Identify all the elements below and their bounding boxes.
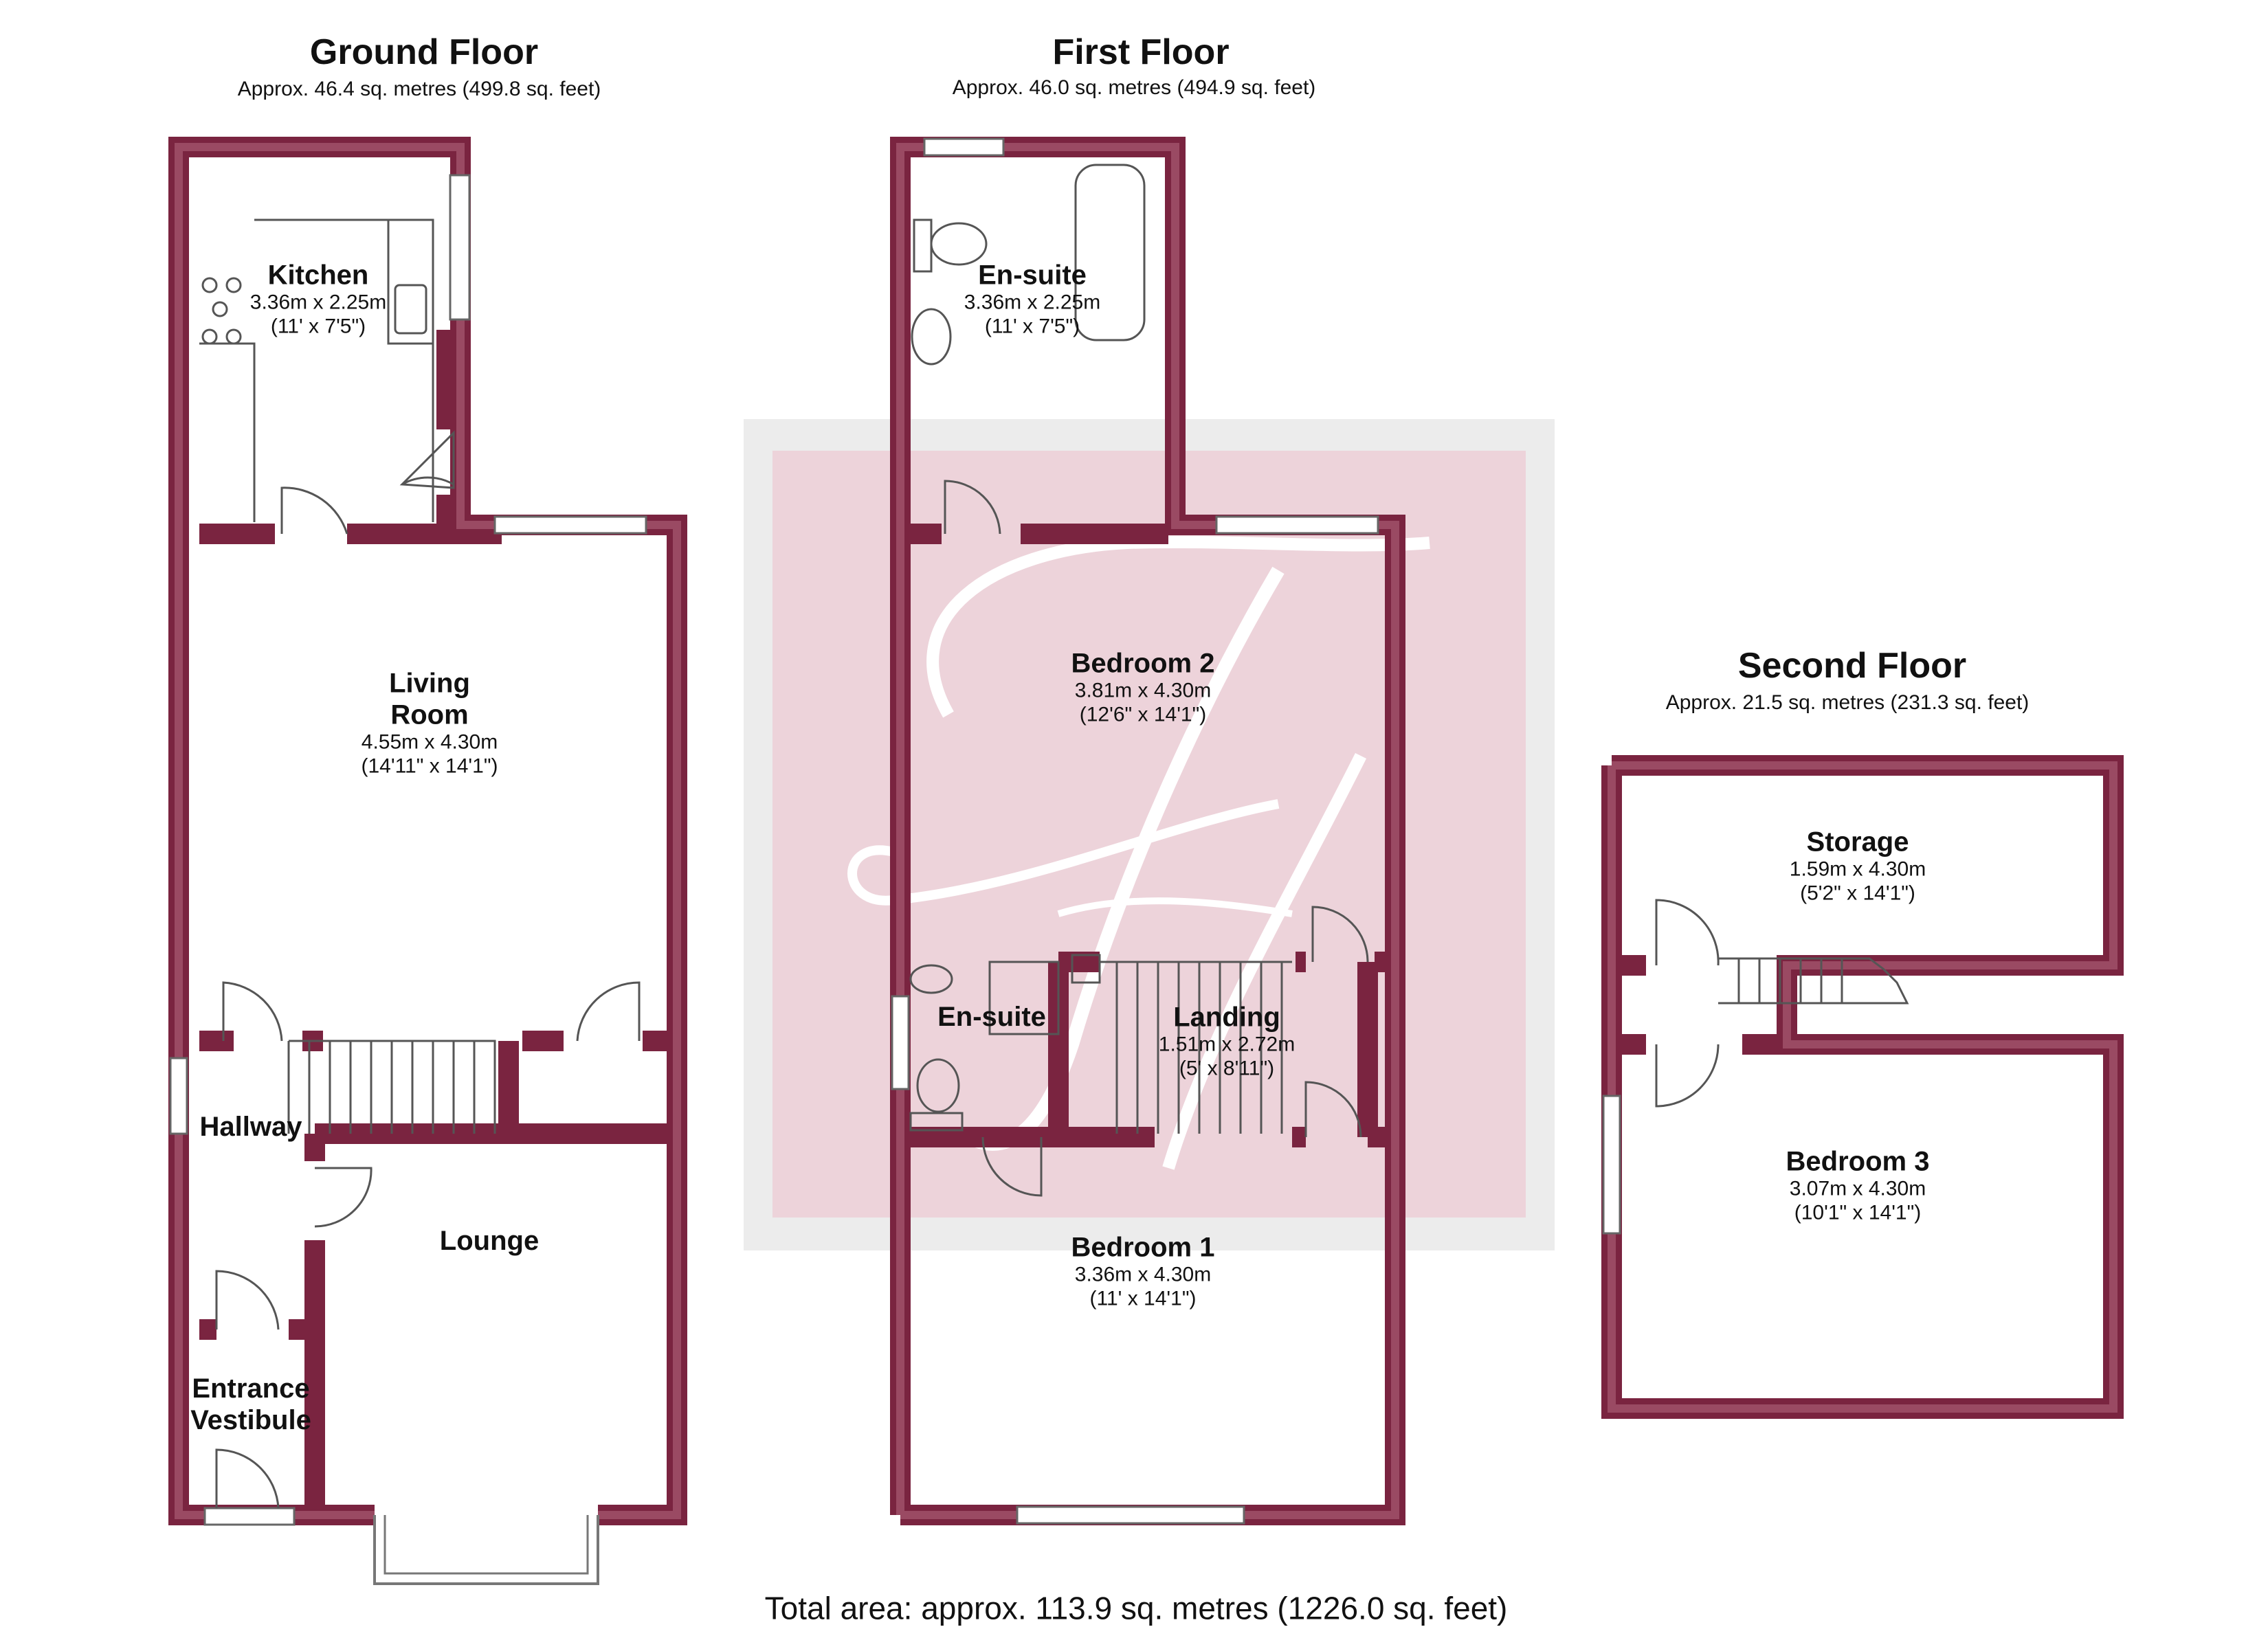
room-name: Bedroom 1 (1071, 1232, 1215, 1263)
room-kitchen: Kitchen 3.36m x 2.25m (11' x 7'5") (250, 260, 386, 339)
doors (215, 430, 1720, 1509)
room-metric: 1.51m x 2.72m (1158, 1033, 1296, 1056)
room-name: Kitchen (267, 260, 369, 291)
room-name: Bedroom 2 (1071, 648, 1215, 679)
room-imperial: (5'2" x 14'1") (1800, 882, 1915, 904)
room-name-line1: Entrance (192, 1373, 310, 1404)
walls (168, 137, 2124, 1525)
room-living-room: Living Room 4.55m x 4.30m (14'11" x 14'1… (362, 668, 498, 778)
room-bedroom-1: Bedroom 1 3.36m x 4.30m (11' x 14'1") (1071, 1232, 1215, 1311)
room-hallway: Hallway (199, 1112, 302, 1142)
ground-floor-title: Ground Floor (309, 32, 539, 73)
room-imperial: (11' x 7'5") (984, 315, 1080, 337)
room-metric: 3.07m x 4.30m (1789, 1177, 1926, 1200)
room-metric: 4.55m x 4.30m (361, 730, 498, 754)
windows (169, 137, 1621, 1585)
room-name: Landing (1173, 1002, 1280, 1033)
room-imperial: (12'6" x 14'1") (1079, 703, 1207, 726)
fixtures (199, 164, 1909, 1134)
room-name-line1: Living (389, 668, 470, 699)
second-floor-title: Second Floor (1737, 646, 1967, 686)
room-metric: 3.36m x 4.30m (1074, 1263, 1212, 1286)
room-landing: Landing 1.51m x 2.72m (5' x 8'11") (1159, 1002, 1295, 1081)
room-imperial: (14'11" x 14'1") (361, 754, 498, 777)
room-imperial: (11' x 7'5") (270, 315, 366, 337)
room-name: Bedroom 3 (1786, 1146, 1930, 1177)
room-storage: Storage 1.59m x 4.30m (5'2" x 14'1") (1790, 827, 1926, 906)
room-metric: 3.36m x 2.25m (249, 291, 387, 314)
room-ensuite-top: En-suite 3.36m x 2.25m (11' x 7'5") (964, 260, 1100, 339)
room-ensuite-small: En-suite (937, 1002, 1046, 1032)
room-name: En-suite (978, 260, 1087, 291)
room-name-line2: Vestibule (190, 1405, 311, 1435)
room-lounge: Lounge (439, 1226, 540, 1256)
room-metric: 3.81m x 4.30m (1074, 679, 1212, 702)
room-imperial: (5' x 8'11") (1179, 1057, 1275, 1079)
room-name-line2: Room (390, 699, 469, 730)
room-imperial: (11' x 14'1") (1089, 1287, 1197, 1310)
ground-floor-area: Approx. 46.4 sq. metres (499.8 sq. feet) (237, 77, 601, 100)
first-floor-title: First Floor (1052, 32, 1230, 73)
second-floor-area: Approx. 21.5 sq. metres (231.3 sq. feet) (1665, 691, 2030, 714)
room-metric: 3.36m x 2.25m (964, 291, 1101, 314)
total-area: Total area: approx. 113.9 sq. metres (12… (764, 1590, 1508, 1626)
room-name: Storage (1806, 827, 1909, 857)
room-entrance-vestibule: Entrance Vestibule (190, 1373, 311, 1436)
room-metric: 1.59m x 4.30m (1789, 857, 1926, 881)
room-bedroom-2: Bedroom 2 3.81m x 4.30m (12'6" x 14'1") (1071, 648, 1215, 727)
room-imperial: (10'1" x 14'1") (1794, 1201, 1922, 1224)
first-floor-area: Approx. 46.0 sq. metres (494.9 sq. feet) (952, 76, 1316, 99)
room-bedroom-3: Bedroom 3 3.07m x 4.30m (10'1" x 14'1") (1786, 1146, 1930, 1225)
